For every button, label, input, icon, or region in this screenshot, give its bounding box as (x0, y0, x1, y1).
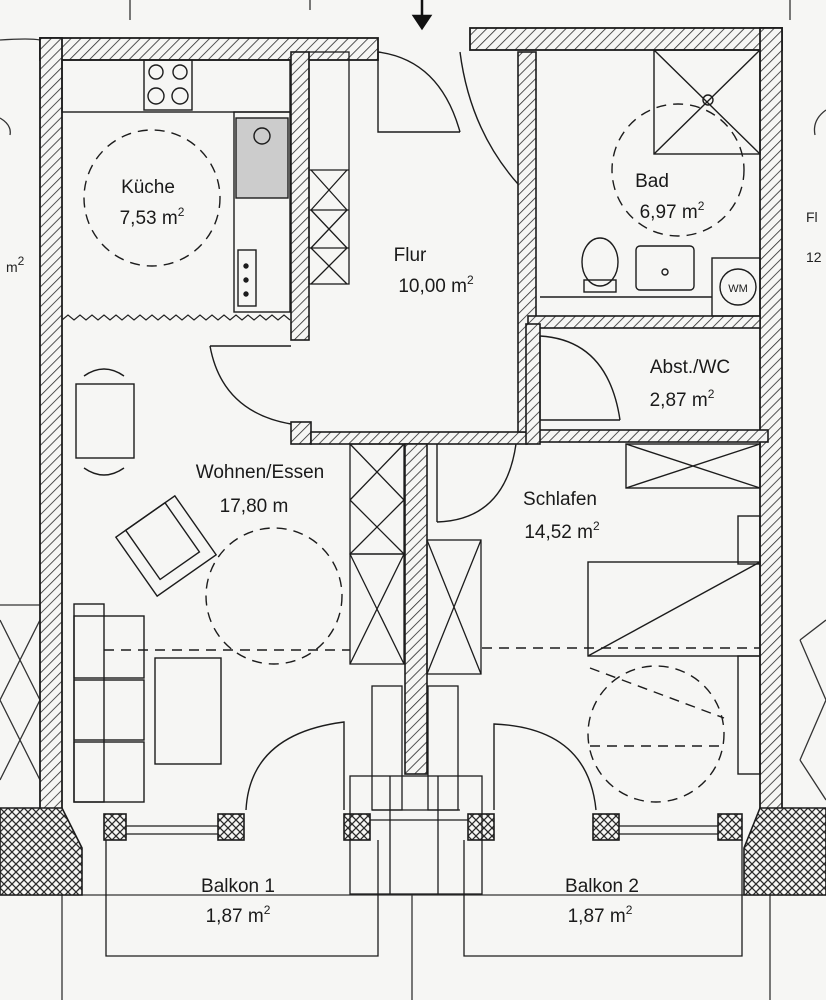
movement-zones (83, 103, 760, 803)
room-area: 14,52 m2 (524, 519, 600, 543)
sink-icon (235, 117, 289, 199)
room-area: 17,80 m (220, 496, 289, 517)
door-wc (539, 335, 621, 421)
room-name: Küche (121, 177, 175, 198)
center-cabinets (349, 443, 483, 895)
room-label-wohnen-essen: Wohnen/Essen 17,80 m (196, 462, 325, 517)
washing-machine-label: WM (728, 283, 748, 295)
toilet-icon (581, 237, 619, 287)
room-label-balkon-1: Balkon 1 1,87 m2 (201, 876, 275, 927)
room-name: Flur (394, 245, 427, 266)
doors (209, 51, 621, 811)
entrance-arrow-icon (411, 0, 433, 31)
dining-table (75, 383, 135, 459)
kitchen-fixtures (61, 59, 291, 313)
room-area: 1,87 m2 (206, 903, 271, 927)
interior-walls (290, 51, 769, 775)
room-label-bad: Bad 6,97 m2 (635, 171, 705, 223)
room-area: 10,00 m2 (398, 273, 474, 297)
room-label-abst-wc: Abst./WC 2,87 m2 (650, 357, 731, 411)
room-label-kueche: Küche 7,53 m2 (120, 177, 185, 229)
room-area: 7,53 m2 (120, 205, 185, 229)
neighbor-label-right-top: Fl (806, 209, 818, 225)
door-living (209, 345, 292, 425)
neighbor-area-left: m2 (6, 254, 25, 275)
armchair (114, 494, 218, 598)
room-name: Bad (635, 171, 669, 192)
coffee-table (154, 657, 222, 765)
room-area: 2,87 m2 (650, 387, 715, 411)
entrance-door (377, 51, 461, 133)
door-bedroom (436, 443, 517, 523)
wardrobe (625, 443, 761, 489)
room-name: Wohnen/Essen (196, 462, 325, 483)
balcony-piers (0, 807, 826, 896)
door-balcony-1 (245, 721, 345, 811)
door-balcony-2 (493, 723, 597, 811)
hall-wardrobe (308, 51, 350, 285)
room-label-schlafen: Schlafen 14,52 m2 (523, 489, 600, 543)
bath-fixtures (540, 49, 761, 317)
bedroom-furniture (587, 443, 761, 775)
room-area: 1,87 m2 (568, 903, 633, 927)
windows (105, 819, 743, 957)
living-furniture (73, 368, 222, 803)
room-name: Schlafen (523, 489, 597, 510)
washbasin-icon (635, 245, 695, 291)
room-name: Balkon 1 (201, 876, 275, 897)
kitchen-counter-edge (61, 314, 291, 321)
bed (587, 561, 761, 657)
shower-tray (653, 49, 761, 155)
room-name: Abst./WC (650, 357, 730, 378)
hob-icon (148, 64, 164, 80)
room-area: 6,97 m2 (640, 199, 705, 223)
neighbor-label-right-bottom: 12 (806, 249, 822, 265)
room-label-flur: Flur 10,00 m2 (394, 245, 474, 297)
sofa (73, 603, 105, 803)
room-name: Balkon 2 (565, 876, 639, 897)
room-label-balkon-2: Balkon 2 1,87 m2 (565, 876, 639, 927)
